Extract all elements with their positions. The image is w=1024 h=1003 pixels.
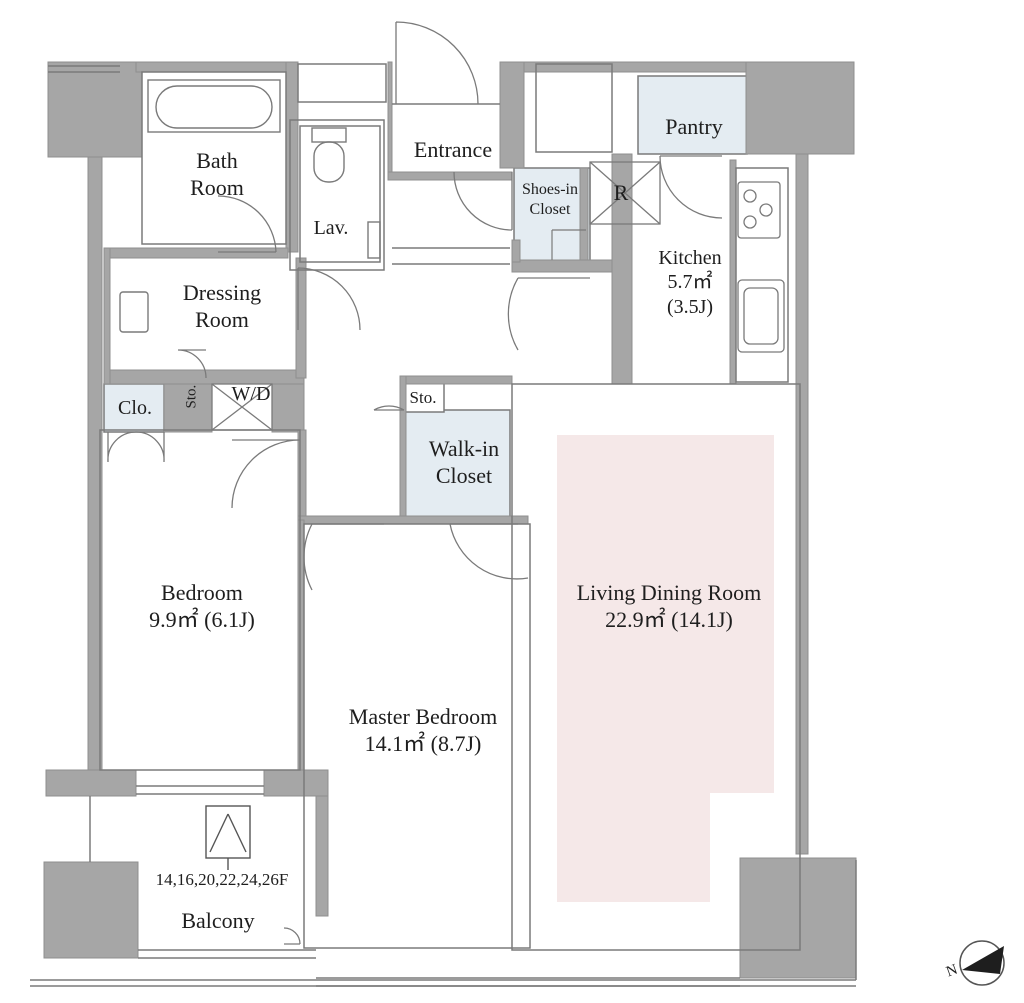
- storage-vertical-label: Sto.: [183, 384, 200, 409]
- walk-in-closet-floor: [403, 409, 511, 519]
- washer-dryer-icon: [211, 383, 273, 431]
- escape-hatch-icon: [205, 805, 251, 870]
- pantry-floor: [637, 75, 748, 155]
- bathtub-icon: [147, 79, 281, 133]
- shoe-shelf-icon: [551, 229, 586, 260]
- kitchen-sink-icon: [737, 279, 785, 353]
- storage-label: Sto.: [409, 388, 437, 407]
- washer-dryer-label: W/D: [231, 383, 271, 405]
- washbasin-icon: [119, 291, 149, 333]
- compass-icon: [959, 940, 1005, 986]
- toilet-icon: [311, 127, 381, 259]
- balcony-label: Balcony: [181, 908, 255, 933]
- closet-label: Clo.: [118, 397, 152, 419]
- pantry-label: Pantry: [665, 114, 723, 139]
- floors-label: 14,16,20,22,24,26F: [155, 870, 289, 889]
- refrigerator-icon: [589, 161, 661, 225]
- entrance-label: Entrance: [413, 137, 493, 162]
- lavatory-label: Lav.: [313, 217, 349, 239]
- stove-icon: [737, 181, 781, 239]
- walls: [43, 61, 857, 979]
- refrigerator-label: R: [613, 180, 629, 205]
